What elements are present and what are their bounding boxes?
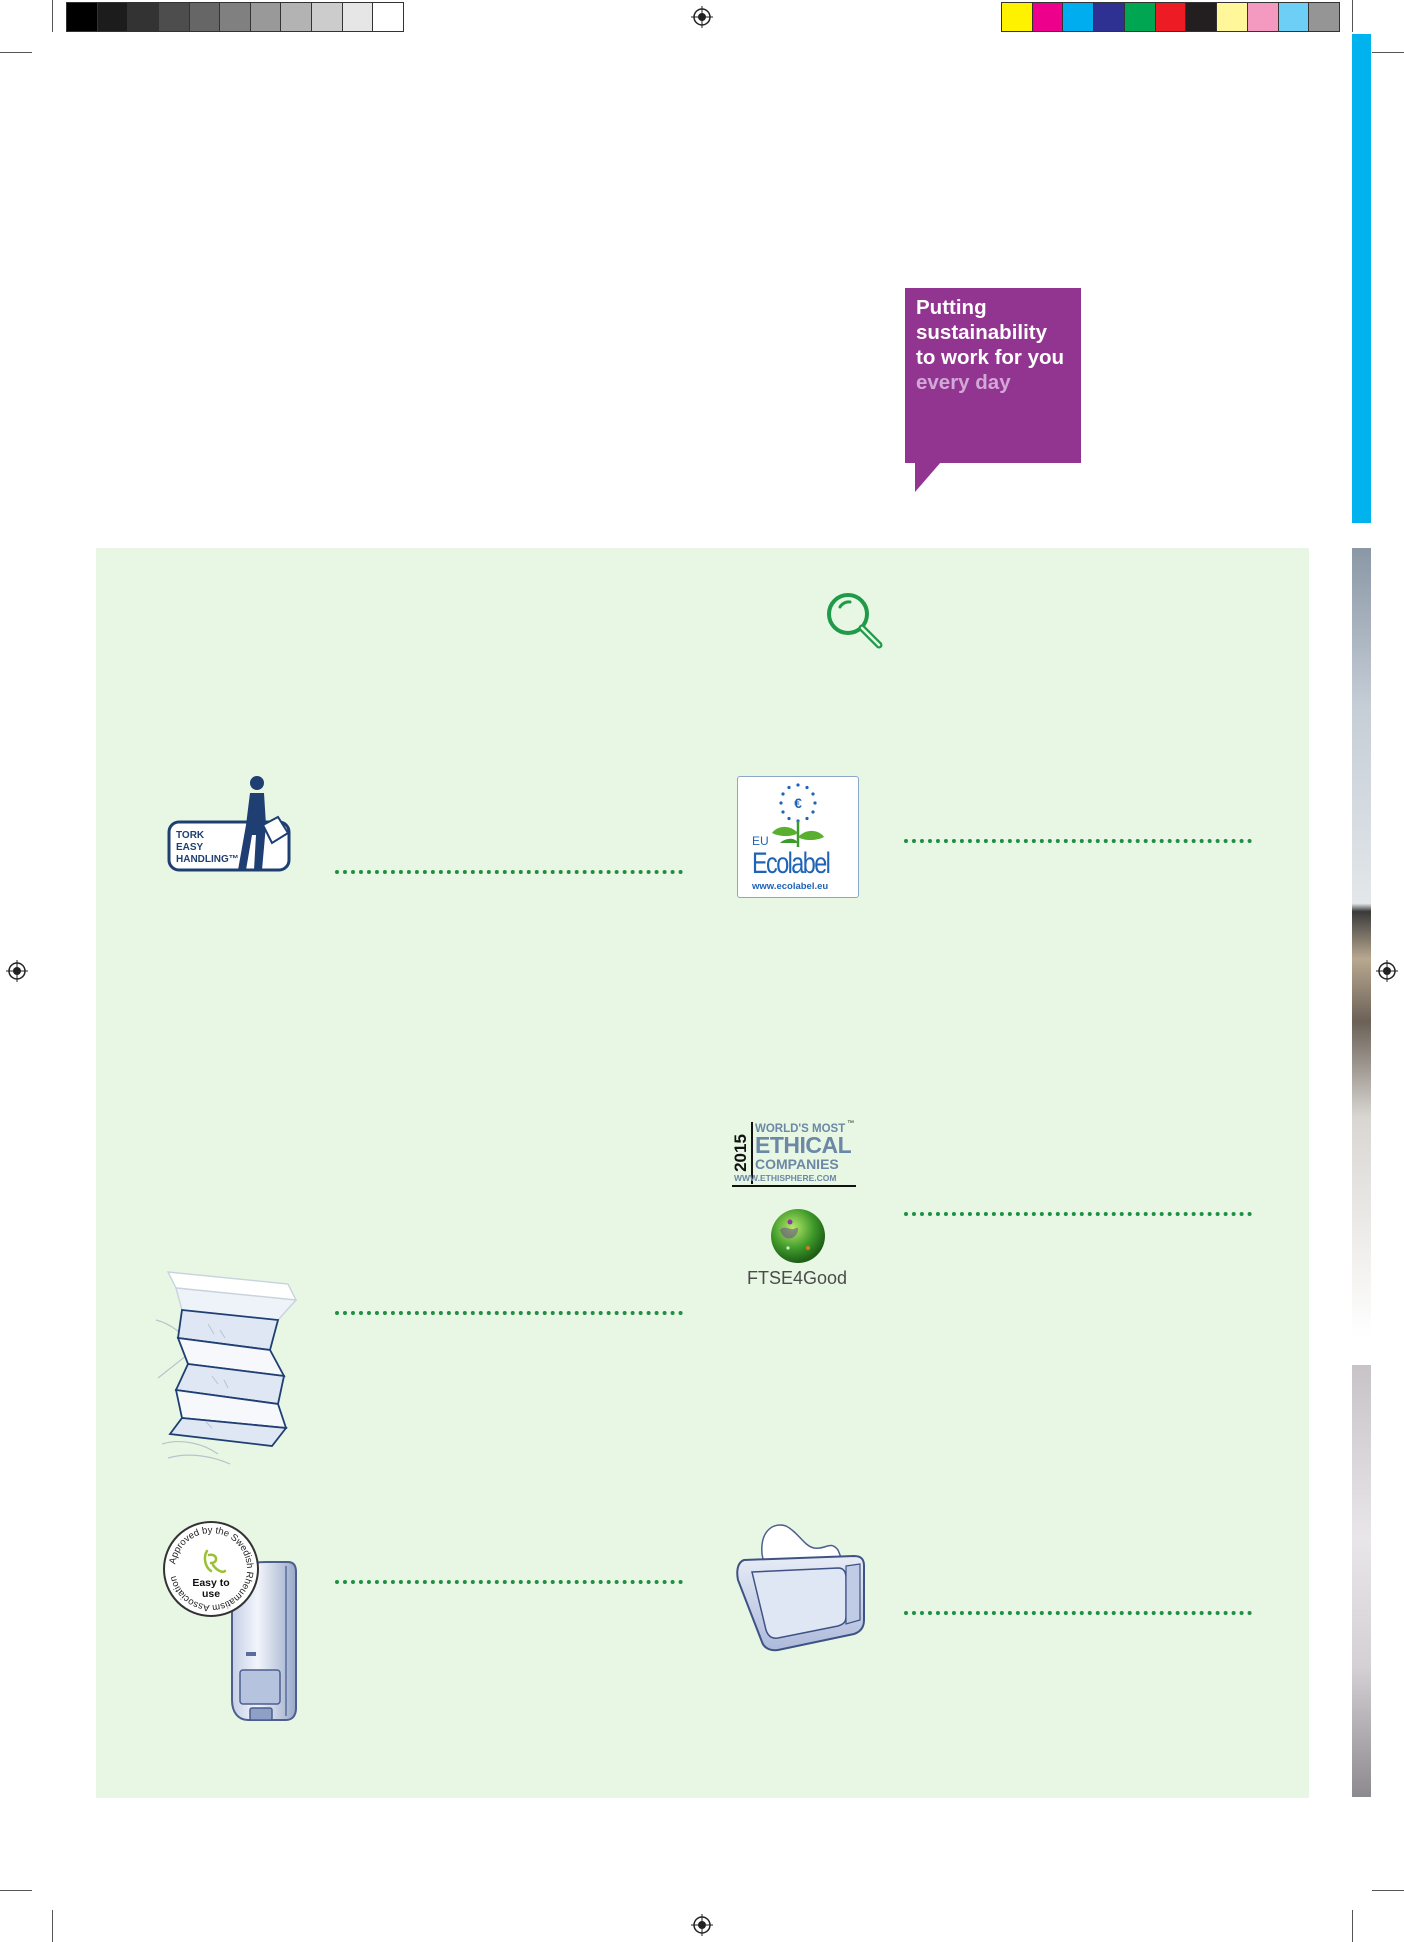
bubble-line-1: Putting [916,296,987,319]
grayscale-swatch [342,3,374,31]
speech-bubble-text: Putting sustainability to work for you e… [916,295,1076,395]
process-color-swatch [1217,3,1248,31]
folded-towel-illustration [155,1271,298,1465]
bubble-line-4: every day [916,371,1011,394]
process-color-swatch [1063,3,1095,31]
ethical-line-2: ETHICAL [755,1132,852,1158]
bubble-line-3: to work for you [916,346,1065,369]
ethical-line-3: COMPANIES [755,1156,839,1172]
magnifier-icon [827,593,883,649]
svg-text:€: € [794,795,802,811]
speech-bubble [905,288,1081,463]
ethical-companies-logo: 2015 WORLD'S MOST ™ ETHICAL COMPANIES WW… [732,1120,860,1190]
dotted-line-tork [335,870,683,874]
speech-bubble-tail [915,462,941,492]
grayscale-swatch [220,3,251,31]
process-color-swatch [1032,3,1064,31]
crop-mark-bottom-left-v [52,1910,53,1942]
rheumatism-association-seal: Approved by the Swedish Rheumatism Assoc… [163,1521,259,1617]
ecolabel-flower-icon: € [772,783,824,847]
grayscale-swatch [189,3,221,31]
registration-mark-bottom [691,1914,713,1936]
grayscale-swatch [373,3,404,31]
ecolabel-eu-text: EU [752,834,769,848]
green-panel [96,548,1309,1798]
process-color-swatch [1002,3,1033,31]
registration-mark-top [691,6,713,28]
grayscale-swatch [97,3,129,31]
process-color-swatch [1094,3,1125,31]
crop-mark-bottom-right-v [1352,1910,1353,1942]
eu-ecolabel-logo: € EU Ecolabel www.ecolabel.eu [737,776,859,898]
crop-mark-top-left-v [52,0,53,32]
crop-mark-top-right-h [1372,52,1404,53]
ftse4good-logo: FTSE4Good [730,1208,860,1294]
grayscale-swatch [281,3,313,31]
tork-easy-handling-logo: TORK EASY HANDLING™ [166,775,291,875]
crop-mark-top-left-h [0,52,32,53]
dotted-line-towel [335,1311,683,1315]
grayscale-swatch [158,3,190,31]
tork-line-3: HANDLING™ [176,854,239,865]
tork-line-1: TORK [176,830,205,841]
process-color-bar [1001,2,1340,32]
grayscale-swatch [67,3,98,31]
person-carrying-box-icon [167,776,291,872]
dotted-line-napkin [904,1611,1252,1615]
registration-mark-right [1376,960,1398,982]
seal-center-text: Easy to use [192,1577,230,1600]
crop-mark-top-right-v [1352,0,1353,32]
side-bar-blue [1352,34,1371,523]
process-color-swatch [1186,3,1218,31]
crop-mark-bottom-left-h [0,1890,32,1891]
green-globe-icon [771,1209,825,1263]
process-color-swatch [1155,3,1187,31]
ecolabel-url-text: www.ecolabel.eu [752,881,829,892]
soap-dispenser-illustration [231,1561,297,1721]
process-color-swatch [1309,3,1340,31]
grayscale-swatch [312,3,343,31]
dotted-line-dispenser [335,1580,683,1584]
ethical-line-1: WORLD'S MOST [755,1123,846,1135]
tork-line-2: EASY [176,842,204,853]
seal-ring-text: Approved by the Swedish Rheumatism Assoc… [167,1525,255,1613]
process-color-swatch [1278,3,1310,31]
side-bar-photo-strip-1 [1352,548,1371,1338]
registration-mark-left [6,960,28,982]
crop-mark-bottom-right-h [1372,1890,1404,1891]
process-color-swatch [1124,3,1156,31]
ethical-url: WWW.ETHISPHERE.COM [734,1173,837,1183]
grayscale-color-bar [66,2,404,32]
side-bar-photo-strip-2 [1352,1365,1371,1797]
process-color-swatch [1247,3,1279,31]
napkin-dispenser-illustration [736,1524,865,1652]
grayscale-swatch [250,3,282,31]
bubble-line-2: sustainability [916,321,1048,344]
ftse4good-text: FTSE4Good [747,1268,848,1288]
dotted-line-ethical [904,1212,1252,1216]
ecolabel-name-text: Ecolabel [752,847,831,880]
grayscale-swatch [128,3,159,31]
dotted-line-ecolabel [904,839,1252,843]
